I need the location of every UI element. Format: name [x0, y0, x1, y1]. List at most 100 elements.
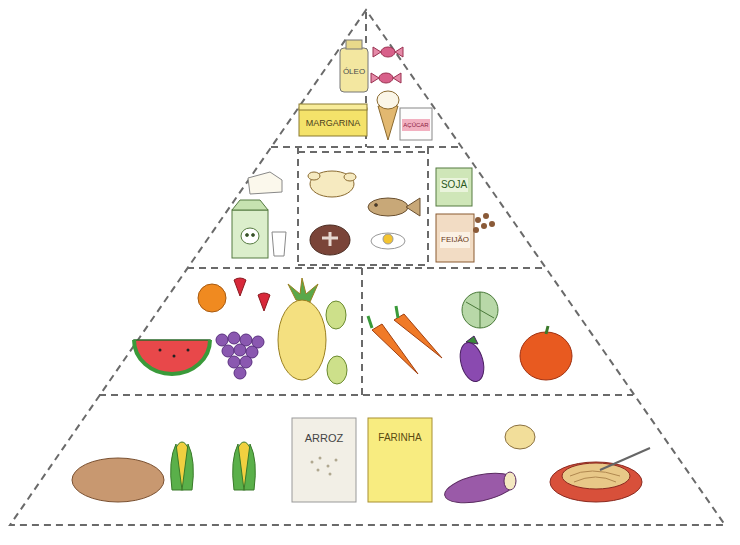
fish	[375, 204, 378, 207]
corn	[171, 444, 194, 490]
margarine-box	[299, 104, 367, 136]
carrot	[368, 306, 442, 374]
steak	[310, 225, 350, 255]
pineapple	[278, 278, 326, 380]
grapes	[228, 356, 240, 368]
rice-bag	[311, 457, 338, 476]
pasta-plate	[550, 462, 642, 502]
fish	[406, 198, 420, 216]
ice-cream	[378, 106, 398, 140]
package-label: SOJA	[441, 180, 467, 190]
rice-bag	[329, 473, 332, 476]
steak	[322, 232, 338, 246]
beans	[489, 221, 495, 227]
orange	[198, 284, 226, 312]
pumpkin	[520, 332, 572, 380]
bean-bag	[436, 214, 474, 262]
pear	[326, 301, 347, 384]
flour-bag	[368, 418, 432, 502]
oil-bottle	[340, 48, 368, 92]
candy	[371, 73, 401, 83]
package-label: FEIJÃO	[441, 236, 469, 244]
grapes	[222, 345, 234, 357]
carrot	[394, 314, 442, 358]
candy	[371, 47, 403, 83]
milk-carton	[241, 228, 259, 244]
sugar-box	[402, 119, 430, 131]
pyramid-outline	[187, 267, 545, 269]
candy	[379, 73, 393, 83]
orange	[198, 284, 226, 312]
eggplant	[456, 340, 488, 384]
soy-bag	[440, 178, 468, 192]
chicken	[308, 172, 320, 180]
pear	[326, 301, 346, 329]
watermelon	[173, 355, 176, 358]
margarine-box	[299, 108, 367, 136]
strawberry	[234, 278, 246, 296]
package-label: FARINHA	[378, 433, 421, 443]
ice-cream	[377, 91, 399, 140]
milk-carton	[252, 234, 255, 237]
chicken	[344, 173, 356, 181]
pyramid-outline	[10, 10, 725, 525]
grapes	[216, 332, 264, 379]
package-label: AÇÚCAR	[403, 122, 428, 128]
watermelon	[187, 349, 190, 352]
beans	[473, 213, 495, 233]
package-label: ÓLEO	[343, 68, 365, 76]
pyramid-outline	[361, 268, 363, 395]
pyramid-outline	[298, 264, 428, 266]
grapes	[228, 332, 240, 344]
oil-bottle	[340, 40, 368, 92]
potato	[505, 425, 535, 449]
beans	[483, 213, 489, 219]
pumpkin	[520, 326, 572, 380]
bean-bag	[436, 214, 474, 262]
sugar-box	[400, 108, 432, 140]
flour-bag	[368, 418, 432, 502]
egg	[371, 233, 405, 249]
rice-bag	[311, 461, 314, 464]
package-label: ARROZ	[305, 433, 344, 444]
sweet-potato	[504, 472, 516, 490]
pineapple	[278, 300, 326, 380]
carrot	[368, 306, 398, 328]
soy-bag	[436, 168, 472, 206]
grapes	[240, 356, 252, 368]
potato	[505, 425, 535, 449]
milk-carton	[232, 210, 268, 258]
fish	[368, 198, 420, 216]
soy-bag	[436, 168, 472, 206]
pyramid-outline	[297, 147, 299, 268]
margarine-box	[299, 104, 367, 110]
rice-bag	[335, 459, 338, 462]
grapes	[216, 334, 228, 346]
candy	[381, 47, 395, 57]
corn	[233, 444, 256, 490]
ice-cream	[377, 91, 399, 109]
milk-carton	[246, 234, 249, 237]
bread	[72, 458, 164, 502]
sugar-box	[400, 108, 432, 140]
bread	[72, 458, 164, 502]
cabbage	[462, 292, 498, 328]
eggplant	[456, 336, 488, 384]
glass	[272, 232, 286, 256]
egg	[383, 234, 393, 244]
fish	[368, 198, 408, 216]
glass	[272, 232, 286, 256]
grapes	[234, 344, 246, 356]
oil-bottle	[346, 40, 362, 49]
pasta-plate	[600, 448, 650, 470]
pasta-plate	[570, 471, 620, 482]
watermelon	[159, 349, 162, 352]
package-label: MARGARINA	[306, 119, 361, 128]
sweet-potato	[442, 468, 518, 508]
cabbage	[462, 292, 498, 328]
pyramid-outline	[298, 151, 428, 153]
pyramid-outline	[427, 147, 429, 268]
rice-bag	[292, 418, 356, 502]
